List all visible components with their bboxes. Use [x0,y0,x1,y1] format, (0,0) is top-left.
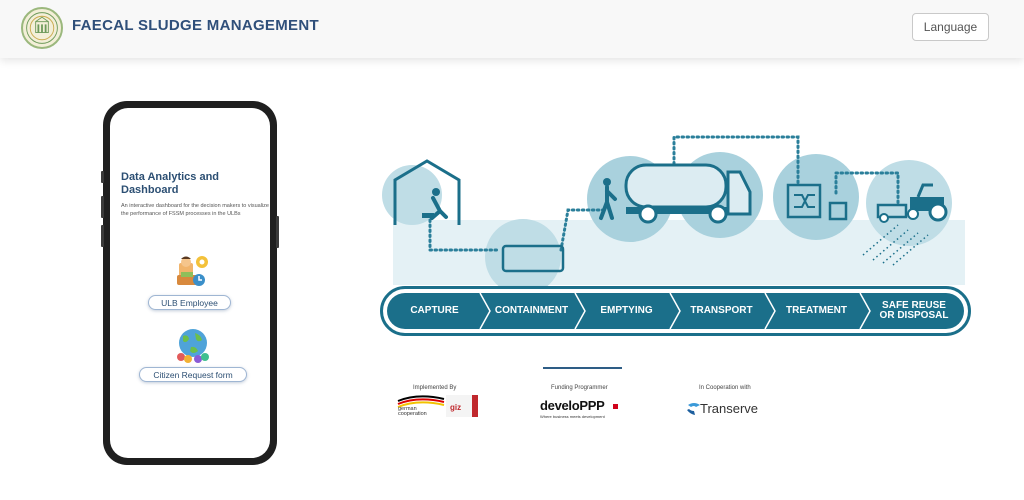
implemented-by-caption: Implemented By [413,385,457,391]
reuse-circle [866,160,952,246]
transerve-mark-icon [687,403,700,415]
process-steps-track: CAPTURE CONTAINMENT EMPTYING TRANSPORT T… [387,293,964,329]
phone-screen: Data Analytics and Dashboard An interact… [110,108,270,458]
step-containment: CONTAINMENT [494,305,569,316]
citizen-globe-icon [177,329,209,363]
phone-side-button [101,225,104,247]
developpp-text: develoPPP [540,398,605,413]
developpp-tagline: Where business meets development [540,414,605,419]
developpp-red-square [613,404,618,409]
app-title: FAECAL SLUDGE MANAGEMENT [72,17,319,34]
phone-mockup: Data Analytics and Dashboard An interact… [101,101,279,465]
employee-icon [177,256,208,286]
ulb-employee-button[interactable]: ULB Employee [148,295,231,310]
step-transport: TRANSPORT [690,305,753,316]
phone-side-button [101,171,104,183]
app-header: FAECAL SLUDGE MANAGEMENT Language [0,0,1024,58]
developpp-logo: develoPPP Where business meets developme… [540,398,624,422]
step-safe-reuse: SAFE REUSE OR DISPOSAL [879,300,949,321]
dashboard-title: Data Analytics and Dashboard [121,171,220,196]
step-emptying: EMPTYING [600,305,653,316]
step-chevrons [479,293,871,329]
funding-programmer-caption: Funding Programmer [551,385,608,391]
telangana-emblem-logo[interactable] [21,7,63,49]
containment-circle [485,219,561,290]
german-cooperation-text: german cooperation [398,406,427,417]
section-divider [543,367,622,369]
step-treatment: TREATMENT [786,305,847,316]
transerve-logo: Transerve [686,399,776,421]
treatment-circle [773,154,859,240]
transerve-text: Transerve [700,401,759,416]
german-cooperation-giz-logo: german cooperation giz [396,393,480,419]
process-illustration [382,135,965,290]
citizen-request-form-button[interactable]: Citizen Request form [139,367,247,382]
language-button[interactable]: Language [912,13,989,41]
fssm-process-diagram: CAPTURE CONTAINMENT EMPTYING TRANSPORT T… [378,115,978,340]
phone-side-button [101,196,104,218]
process-steps-bar: CAPTURE CONTAINMENT EMPTYING TRANSPORT T… [380,286,971,336]
in-cooperation-caption: In Cooperation with [699,385,751,391]
dashboard-description: An interactive dashboard for the decisio… [121,203,269,217]
step-capture: CAPTURE [410,305,459,316]
giz-text: giz [450,403,462,412]
phone-power-button [276,216,279,248]
